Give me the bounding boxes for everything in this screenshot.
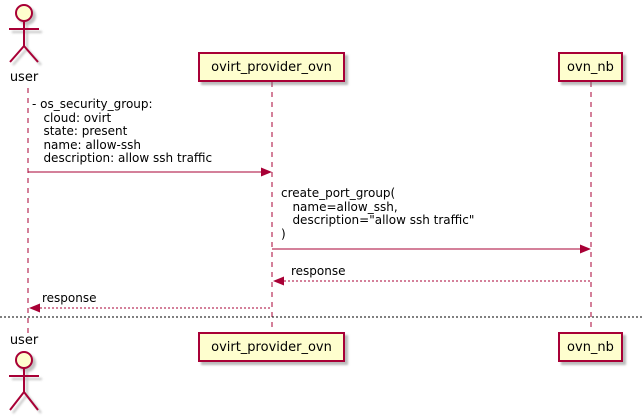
participant-label-ovirt-provider-ovn-bottom: ovirt_provider_ovn bbox=[211, 339, 332, 355]
message-2-text: create_port_group( name=allow_ssh, descr… bbox=[281, 186, 475, 241]
actor-left-leg-top bbox=[9, 45, 25, 63]
actor-right-leg-top bbox=[23, 45, 39, 63]
message-1-arrow-head bbox=[261, 167, 272, 177]
actor-user-figure-bottom bbox=[9, 351, 39, 411]
participant-label-ovn-nb-bottom: ovn_nb bbox=[567, 339, 614, 355]
actor-user-figure-top bbox=[9, 4, 39, 63]
participant-box-ovn-nb-bottom: ovn_nb bbox=[558, 332, 623, 362]
participant-box-ovirt-provider-ovn-top: ovirt_provider_ovn bbox=[198, 52, 345, 82]
participant-box-ovn-nb-top: ovn_nb bbox=[558, 52, 623, 82]
message-3-text: response bbox=[291, 264, 346, 278]
actor-label-user-bottom: user bbox=[9, 333, 39, 348]
participant-box-ovirt-provider-ovn-bottom: ovirt_provider_ovn bbox=[198, 332, 345, 362]
actor-head-top bbox=[15, 4, 33, 22]
message-4-text: response bbox=[42, 291, 97, 305]
participant-label-ovirt-provider-ovn-top: ovirt_provider_ovn bbox=[211, 59, 332, 75]
message-3-arrow-head bbox=[273, 276, 284, 286]
message-2-arrow-head bbox=[580, 244, 591, 254]
actor-left-leg-bottom bbox=[9, 391, 25, 411]
message-1-text: - os_security_group: cloud: ovirt state:… bbox=[32, 97, 213, 165]
actor-label-user-top: user bbox=[9, 70, 39, 85]
message-4-arrow-head bbox=[29, 303, 40, 313]
actor-head-bottom bbox=[15, 351, 33, 369]
actor-right-leg-bottom bbox=[23, 391, 39, 411]
participant-label-ovn-nb-top: ovn_nb bbox=[567, 59, 614, 75]
